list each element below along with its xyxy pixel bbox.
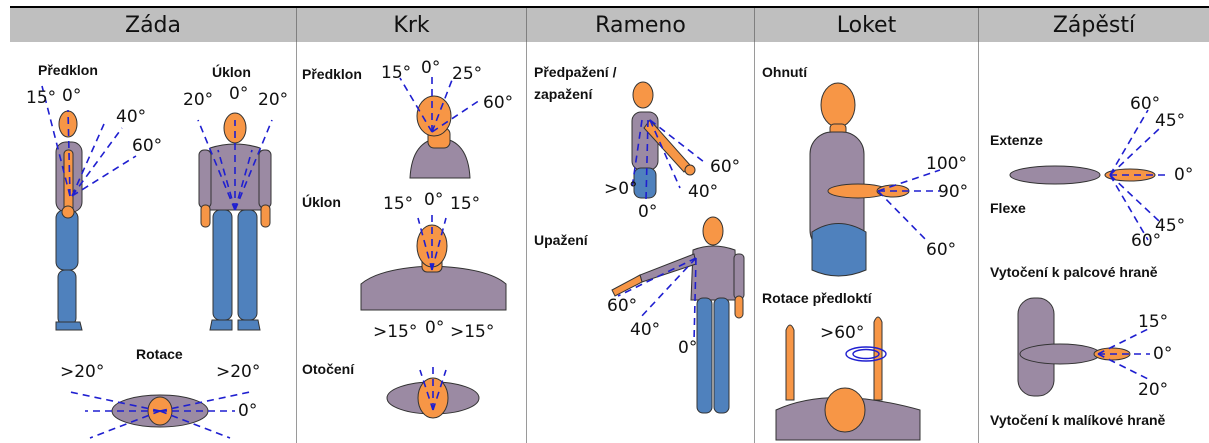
rameno-flexion-figure	[632, 82, 695, 198]
krk-flexion-figure	[410, 96, 470, 178]
zapesti-angle-0: 0°	[1174, 165, 1193, 185]
rameno-upazeni-angle-40: 40°	[630, 320, 660, 340]
krk-otoceni-angle-0: 0°	[425, 318, 444, 338]
krk-predklon-label: Předklon	[302, 66, 362, 82]
zada-predklon-angle-15: 15°	[26, 88, 56, 108]
rameno-predpazeni-angle-60: 60°	[710, 157, 740, 177]
krk-predklon-angle-25: 25°	[452, 64, 482, 84]
krk-otoceni-angle-right: >15°	[450, 322, 494, 342]
zada-uklon-angle-left: 20°	[183, 90, 213, 110]
rameno-zapazeni-label: zapažení	[534, 86, 592, 102]
zapesti-angle-ext-45: 45°	[1155, 111, 1185, 131]
zada-rotace-angle-0: 0°	[238, 401, 257, 421]
zada-predklon-angle-40: 40°	[116, 107, 146, 127]
zada-uklon-label: Úklon	[212, 64, 251, 80]
rameno-predpazeni-label: Předpažení /	[534, 64, 616, 80]
zapesti-dev-angle-15: 15°	[1138, 312, 1168, 332]
zapesti-dev-angle-20: 20°	[1138, 380, 1168, 400]
loket-ohnuti-angle-100: 100°	[926, 154, 967, 174]
krk-otoceni-label: Otočení	[302, 361, 354, 377]
zapesti-flexe-label: Flexe	[990, 200, 1026, 216]
zada-rotace-label: Rotace	[136, 346, 183, 362]
loket-rotace-angle: >60°	[820, 323, 864, 343]
zapesti-palcova-label: Vytočení k palcové hraně	[990, 264, 1158, 280]
krk-predklon-angle-60: 60°	[483, 93, 513, 113]
rameno-predpazeni-angle-back: >0°	[604, 179, 638, 199]
zada-predklon-label: Předklon	[38, 62, 98, 78]
krk-uklon-angle-left: 15°	[383, 194, 413, 214]
zapesti-malikova-label: Vytočení k malíkové hraně	[990, 412, 1165, 428]
rameno-upazeni-angle-60: 60°	[607, 296, 637, 316]
loket-ohnuti-label: Ohnutí	[762, 64, 807, 80]
krk-predklon-angle-0: 0°	[421, 58, 440, 78]
krk-otoceni-angle-left: >15°	[373, 322, 417, 342]
zapesti-angle-flex-60: 60°	[1131, 231, 1161, 251]
krk-uklon-angle-0: 0°	[424, 190, 443, 210]
loket-rotace-label: Rotace předloktí	[762, 290, 872, 306]
rameno-upazeni-angle-0: 0°	[678, 338, 697, 358]
rameno-predpazeni-angle-0: 0°	[638, 202, 657, 222]
zada-rotace-angle-left: >20°	[60, 362, 104, 382]
loket-ohnuti-angle-60: 60°	[926, 240, 956, 260]
zada-rotace-angle-right: >20°	[216, 362, 260, 382]
zada-predklon-angle-0: 0°	[62, 86, 81, 106]
loket-ohnuti-angle-90: 90°	[938, 182, 968, 202]
rameno-predpazeni-angle-40: 40°	[688, 182, 718, 202]
krk-uklon-label: Úklon	[302, 194, 341, 210]
zapesti-flexion-figure	[1010, 166, 1155, 184]
krk-predklon-angle-15: 15°	[381, 63, 411, 83]
loket-flexion-figure	[810, 83, 909, 276]
zapesti-extenze-label: Extenze	[990, 132, 1043, 148]
rameno-upazeni-label: Upažení	[534, 232, 588, 248]
krk-uklon-angle-right: 15°	[450, 194, 480, 214]
zada-uklon-angle-0: 0°	[229, 84, 248, 104]
zapesti-dev-angle-0: 0°	[1153, 344, 1172, 364]
zada-predklon-angle-60: 60°	[132, 136, 162, 156]
zada-uklon-angle-right: 20°	[258, 90, 288, 110]
